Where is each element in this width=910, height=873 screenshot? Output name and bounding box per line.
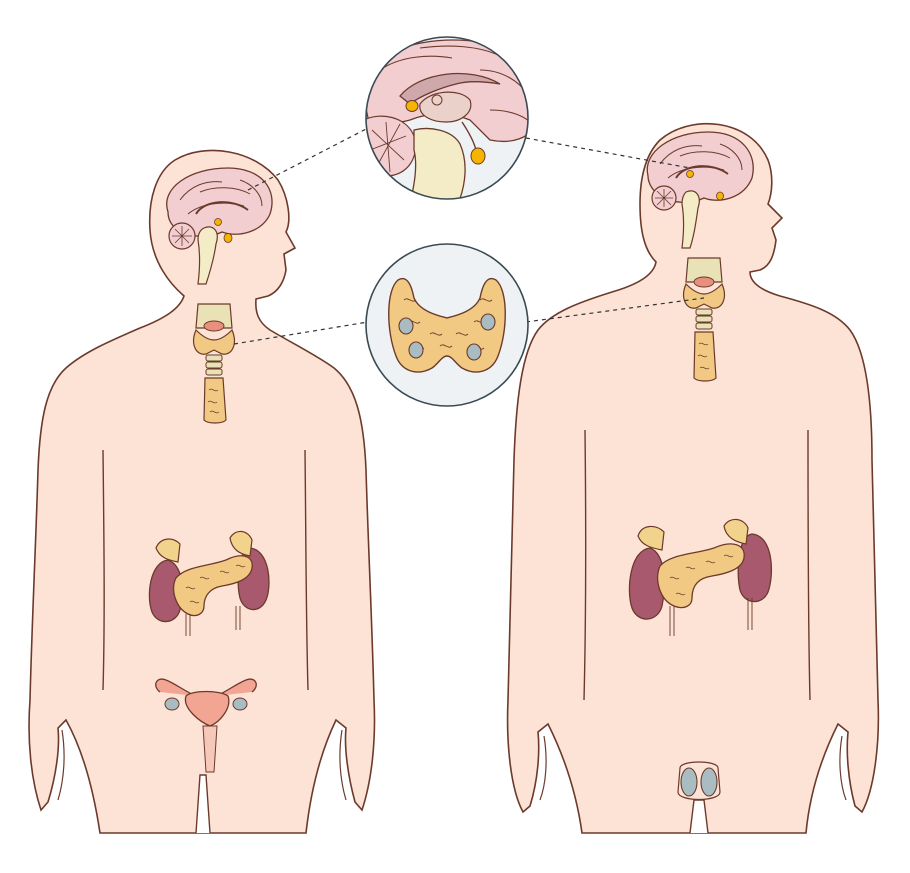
inset-pineal-gland [431, 94, 443, 106]
male-left-adrenal [637, 525, 665, 551]
female-ureters [185, 606, 241, 636]
left-testis-icon [680, 767, 698, 797]
right-testis-icon [700, 767, 718, 797]
female-corpus-callosum [195, 201, 249, 215]
inset-brainstem [409, 127, 466, 199]
female-left-hand-fingers [57, 729, 65, 801]
male-reproductive-system [677, 761, 721, 801]
left-ovary-icon [164, 697, 180, 711]
parathyroid-lower-right-icon [466, 343, 482, 361]
male-pancreas-texture [669, 554, 734, 596]
male-left-hand-fingers [539, 735, 547, 801]
male-right-arm-line [807, 429, 811, 701]
male-trachea [695, 308, 713, 330]
callout-line-female-thyroid [233, 321, 369, 345]
thyroid-inset-border [365, 243, 529, 407]
inset-cerebellum-folds [369, 121, 407, 173]
female-pituitary-icon [223, 233, 233, 243]
parathyroid-upper-left-icon [398, 317, 414, 335]
brain-inset-border [365, 36, 529, 200]
female-thymus-icon [203, 377, 227, 424]
female-brainstem [197, 226, 218, 285]
female-hypothalamus-icon [214, 218, 222, 226]
inset-thalamus [419, 91, 472, 123]
callout-line-female-brain [247, 127, 369, 191]
female-thyroid-icon [193, 328, 235, 355]
inset-brain-folds [379, 45, 528, 127]
inset-pituitary-gland-icon [470, 147, 486, 165]
female-brain [166, 167, 273, 285]
right-ovary-icon [232, 697, 248, 711]
male-corpus-callosum [675, 165, 729, 179]
callout-line-male-thyroid [525, 297, 705, 323]
parathyroid-lower-left-icon [408, 341, 424, 359]
fallopian-tubes [155, 678, 257, 697]
male-pituitary-icon [716, 191, 724, 201]
male-right-adrenal [723, 518, 749, 545]
male-left-arm-line [583, 429, 587, 701]
inset-corpus-callosum [399, 72, 501, 105]
male-cerebellum-folds [655, 189, 673, 207]
inset-cerebrum [366, 39, 528, 143]
brain-zoom-inset [365, 36, 529, 200]
male-figure [506, 122, 880, 834]
male-brainstem [681, 190, 700, 249]
male-leg-gap [689, 799, 709, 834]
male-brain-folds [659, 143, 743, 179]
female-figure [28, 149, 376, 834]
female-larynx [195, 303, 233, 329]
male-hypothalamus-icon [686, 170, 694, 178]
female-right-hand-fingers [339, 729, 347, 801]
female-body-outline [28, 149, 376, 834]
cervix-vagina [202, 725, 218, 773]
callout-line-male-brain [525, 137, 691, 169]
female-neck-glands [193, 303, 235, 424]
male-right-kidney [737, 533, 773, 603]
male-neck-glands [683, 257, 725, 382]
female-reproductive-system [155, 678, 257, 773]
female-leg-gap [195, 774, 211, 834]
male-abdominal-glands [628, 518, 773, 636]
male-right-hand-fingers [839, 735, 847, 801]
female-brain-folds [179, 179, 263, 215]
male-brain [646, 131, 754, 249]
callout-lines [233, 127, 705, 345]
male-larynx-opening [693, 276, 715, 288]
female-abdominal-glands [148, 530, 270, 636]
female-left-arm-line [102, 449, 105, 691]
parathyroid-upper-right-icon [480, 313, 496, 331]
inset-hypothalamus-icon [405, 100, 419, 112]
male-thymus-texture [697, 342, 710, 370]
female-thymus-texture [207, 388, 220, 414]
female-pancreas-texture [185, 564, 246, 604]
female-trachea [205, 354, 223, 376]
male-body-outline [506, 122, 880, 834]
male-larynx [685, 257, 723, 283]
uterus-icon [184, 690, 230, 727]
female-cerebellum-folds [172, 226, 192, 246]
male-ureters [669, 598, 753, 636]
male-thyroid-icon [683, 282, 725, 309]
female-right-arm-line [304, 449, 309, 691]
thyroid-zoom-inset [365, 243, 529, 407]
female-right-adrenal [229, 530, 253, 557]
female-pancreas-icon [173, 555, 253, 617]
female-larynx-opening [203, 320, 225, 332]
female-left-adrenal [155, 538, 181, 563]
